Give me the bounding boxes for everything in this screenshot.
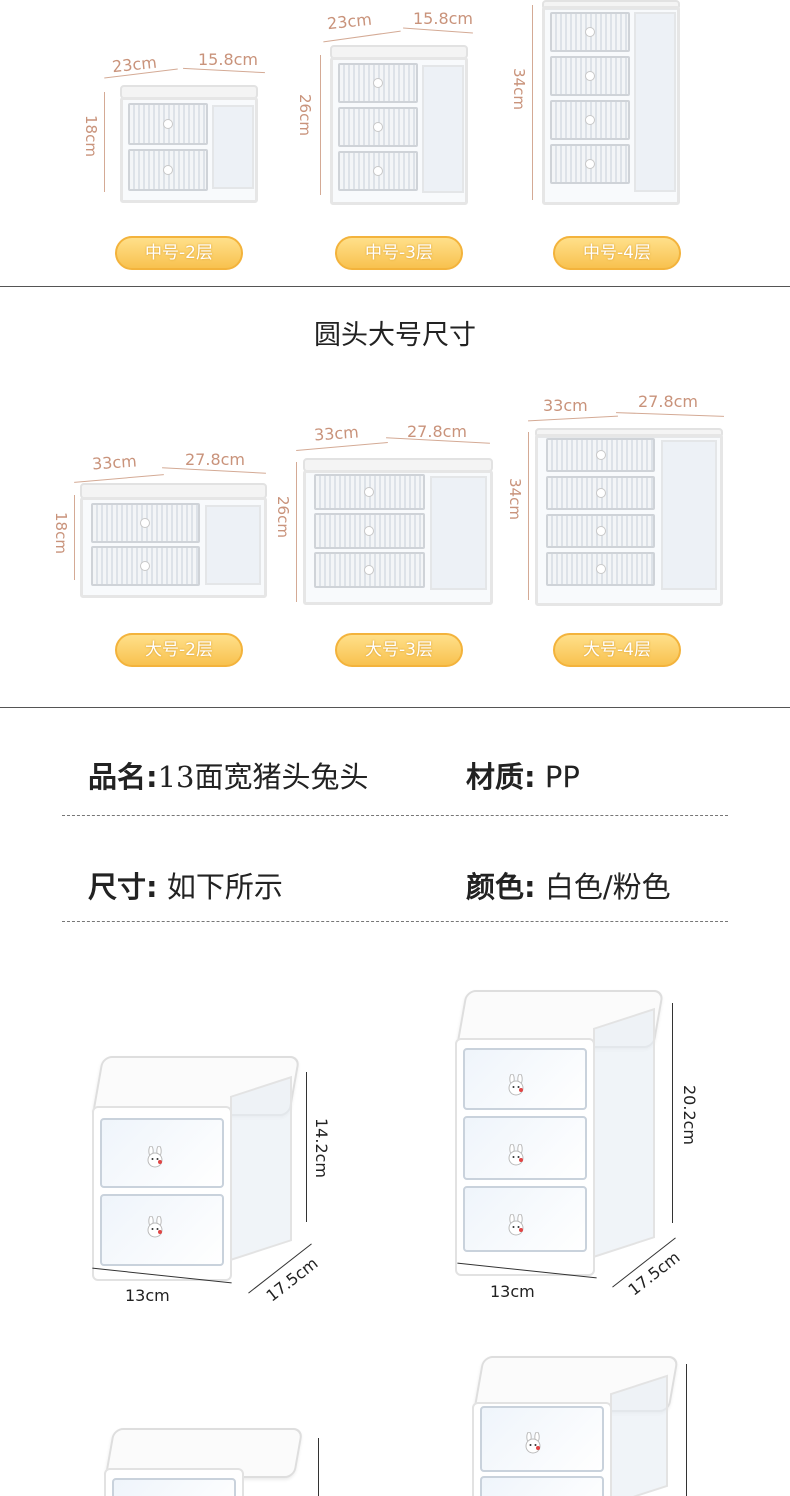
width-label: 15.8cm bbox=[198, 50, 259, 69]
info-size-label: 尺寸: bbox=[88, 870, 158, 904]
product-2-drawer bbox=[91, 1056, 302, 1286]
dim-line bbox=[306, 1072, 307, 1222]
height-label: 34cm bbox=[510, 68, 528, 110]
info-color: 颜色: 白色/粉色 bbox=[466, 864, 671, 906]
dim-line bbox=[320, 55, 321, 195]
cabinet-3-tier-large bbox=[303, 458, 493, 605]
height-label: 26cm bbox=[274, 496, 292, 538]
size-pill: 大号-4层 bbox=[553, 633, 681, 667]
size-pill: 中号-4层 bbox=[553, 236, 681, 270]
dim-line bbox=[528, 415, 618, 422]
product-partial-left bbox=[104, 1428, 304, 1496]
info-name-label: 品名: bbox=[88, 760, 158, 794]
dim-line bbox=[403, 27, 473, 34]
cabinet-2-tier-large bbox=[80, 483, 267, 598]
dim-line bbox=[616, 412, 724, 417]
dim-line bbox=[686, 1364, 687, 1496]
dim-line bbox=[296, 462, 297, 602]
dim-line bbox=[74, 495, 75, 580]
product-3-drawer bbox=[455, 990, 665, 1280]
height-label: 14.2cm bbox=[312, 1118, 331, 1179]
info-material: 材质: PP bbox=[466, 754, 580, 796]
width-label: 27.8cm bbox=[185, 450, 246, 469]
size-pill: 中号-3层 bbox=[335, 236, 463, 270]
info-name: 品名:13面宽猪头兔头 bbox=[88, 754, 369, 796]
info-size: 尺寸: 如下所示 bbox=[88, 864, 283, 906]
info-color-value: 白色/粉色 bbox=[544, 870, 671, 904]
depth-label: 33cm bbox=[543, 396, 588, 415]
cabinet-2-tier-medium bbox=[120, 85, 258, 203]
bunny-knob-icon bbox=[508, 1214, 524, 1236]
dim-line bbox=[296, 441, 388, 452]
height-label: 18cm bbox=[82, 115, 100, 157]
dashed-divider bbox=[62, 921, 728, 922]
cabinet-3-tier-medium bbox=[330, 45, 468, 205]
height-label: 26cm bbox=[296, 94, 314, 136]
cabinet-4-tier-large bbox=[535, 428, 723, 606]
info-material-value: PP bbox=[544, 760, 580, 794]
bunny-knob-icon bbox=[525, 1432, 541, 1454]
depth-label: 23cm bbox=[326, 9, 373, 34]
bunny-knob-icon bbox=[147, 1216, 163, 1238]
width-label: 13cm bbox=[490, 1282, 535, 1301]
width-label: 27.8cm bbox=[638, 392, 699, 411]
bunny-knob-icon bbox=[147, 1146, 163, 1168]
width-label: 15.8cm bbox=[413, 9, 474, 28]
height-label: 20.2cm bbox=[680, 1085, 699, 1146]
width-label: 27.8cm bbox=[407, 422, 468, 441]
section-title: 圆头大号尺寸 bbox=[314, 320, 476, 351]
depth-label: 33cm bbox=[313, 422, 360, 445]
dim-line bbox=[528, 432, 529, 600]
dashed-divider bbox=[62, 815, 728, 816]
depth-label: 33cm bbox=[91, 451, 138, 474]
dim-line bbox=[318, 1438, 319, 1496]
dim-line bbox=[74, 474, 164, 483]
info-name-value: 13面宽猪头兔头 bbox=[157, 760, 369, 794]
dim-line bbox=[672, 1003, 673, 1223]
dim-line bbox=[532, 5, 533, 200]
section-divider bbox=[0, 707, 790, 708]
product-partial-right bbox=[472, 1356, 682, 1496]
size-pill: 中号-2层 bbox=[115, 236, 243, 270]
height-label: 18cm bbox=[52, 512, 70, 554]
height-label: 34cm bbox=[506, 478, 524, 520]
info-size-value: 如下所示 bbox=[166, 870, 283, 904]
bunny-knob-icon bbox=[508, 1144, 524, 1166]
size-pill: 大号-3层 bbox=[335, 633, 463, 667]
size-pill: 大号-2层 bbox=[115, 633, 243, 667]
info-material-label: 材质: bbox=[466, 760, 536, 794]
section-divider bbox=[0, 286, 790, 287]
dim-line bbox=[104, 92, 105, 192]
cabinet-4-tier-medium bbox=[542, 0, 680, 205]
width-label: 13cm bbox=[125, 1286, 170, 1305]
bunny-knob-icon bbox=[508, 1074, 524, 1096]
info-color-label: 颜色: bbox=[466, 870, 536, 904]
